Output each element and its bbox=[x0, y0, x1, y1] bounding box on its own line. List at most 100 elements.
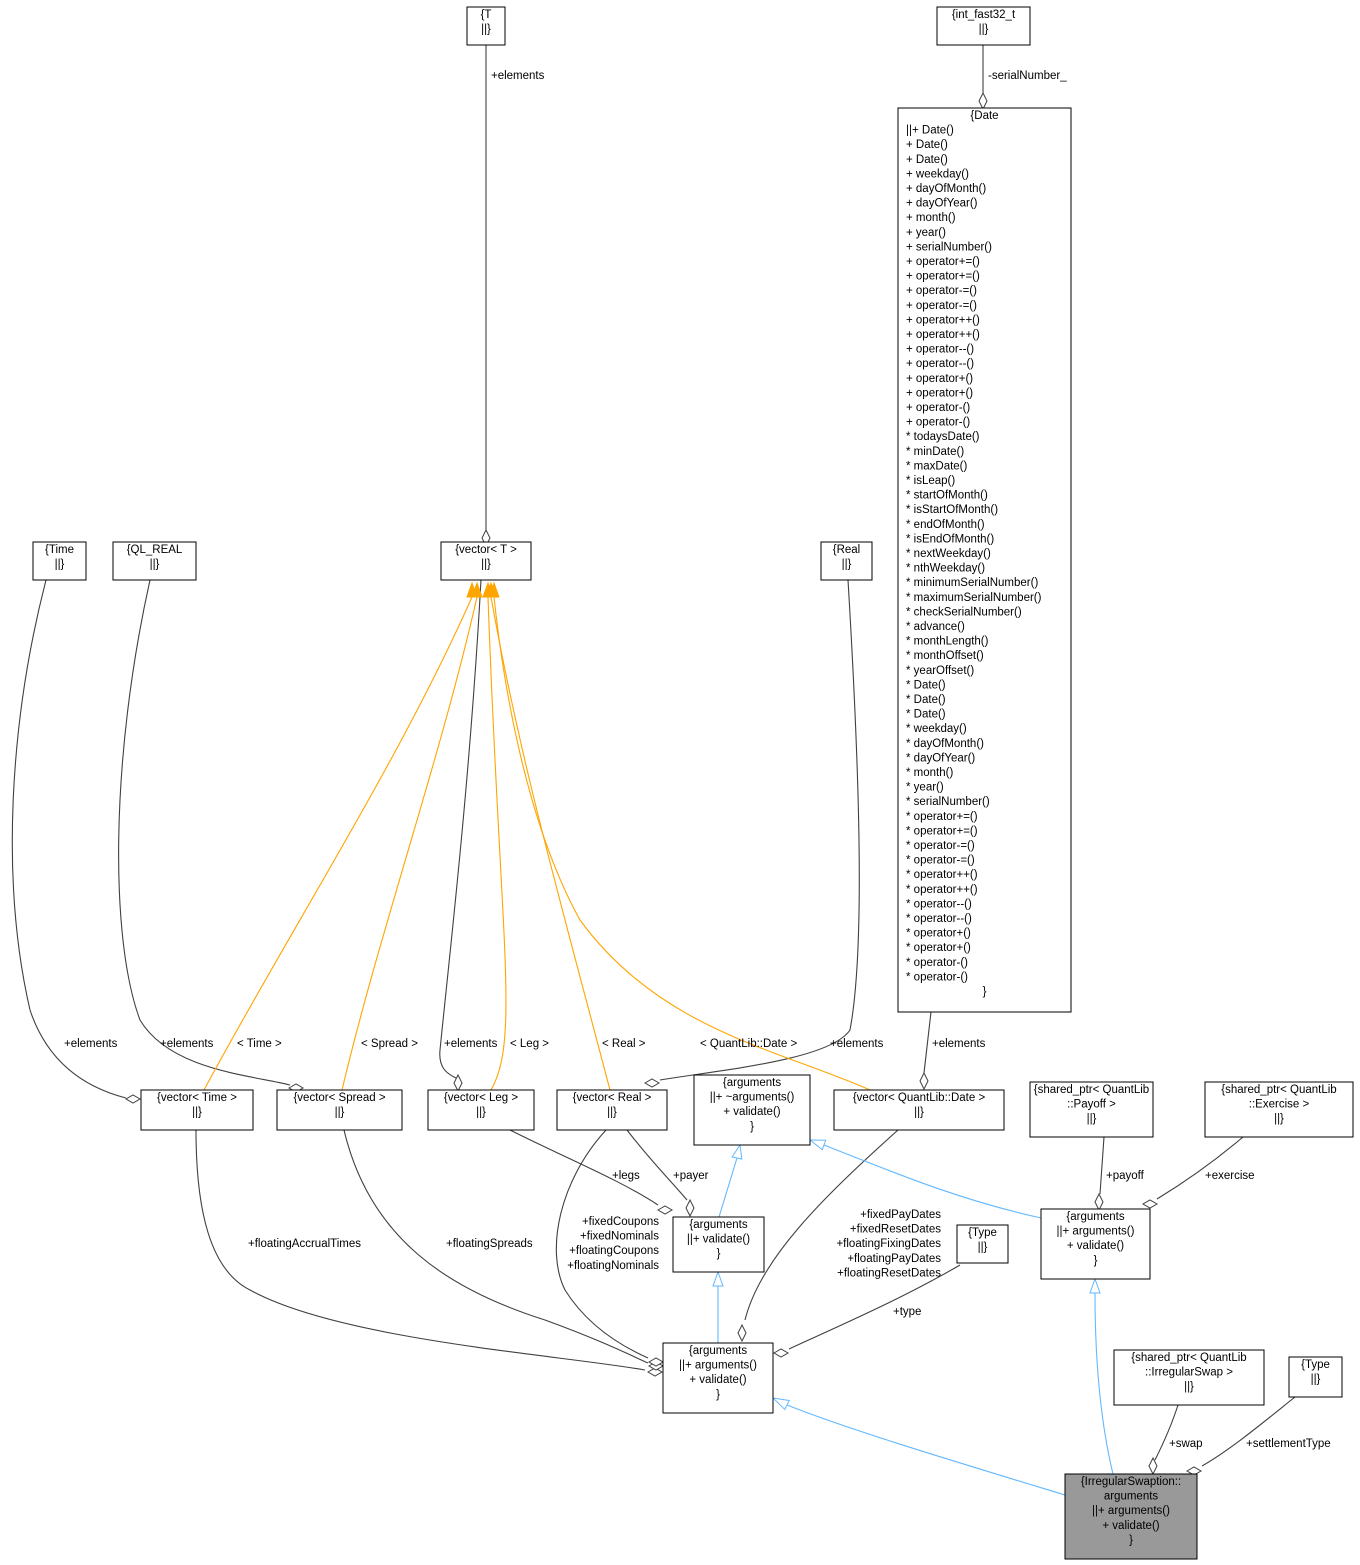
class-node-line: + operator+=() bbox=[906, 271, 980, 283]
class-node-T[interactable]: {T||} bbox=[466, 6, 506, 46]
edge-line bbox=[11, 579, 127, 1099]
class-node-line: * startOfMonth() bbox=[906, 490, 988, 502]
edge-Date_vecDate bbox=[919, 1011, 932, 1091]
class-node-line: } bbox=[717, 1248, 721, 1260]
class-node-box bbox=[112, 541, 197, 581]
class-node-argsIrr[interactable]: {arguments||+ arguments()+ validate()} bbox=[662, 1342, 774, 1414]
edge-inh5 bbox=[771, 1397, 1066, 1496]
inheritance-arrowhead bbox=[1089, 1277, 1101, 1294]
edge-line bbox=[509, 1129, 659, 1206]
edge-vecLeg_argsSwap bbox=[509, 1129, 674, 1215]
edge-label-vT_vecTime: < Time > bbox=[237, 1038, 282, 1050]
edge-inh4 bbox=[1089, 1277, 1114, 1475]
edge-vT_vecDate bbox=[488, 581, 871, 1091]
class-node-line: ||} bbox=[979, 24, 989, 36]
class-node-vectorT[interactable]: {vector< T >||} bbox=[440, 541, 532, 581]
class-node-line: + serialNumber() bbox=[906, 241, 992, 253]
class-node-line: {vector< Real > bbox=[573, 1092, 652, 1104]
class-node-box bbox=[440, 541, 532, 581]
class-node-box bbox=[1113, 1349, 1265, 1406]
class-node-vecLeg[interactable]: {vector< Leg >||} bbox=[427, 1089, 535, 1131]
class-node-line: {Date bbox=[970, 110, 998, 122]
edge-label-T_vectorT: +elements bbox=[491, 70, 545, 82]
class-node-line: {shared_ptr< QuantLib bbox=[1131, 1352, 1246, 1364]
class-node-line: ||+ ~arguments() bbox=[710, 1092, 795, 1104]
class-node-line: + validate() bbox=[723, 1106, 780, 1118]
edge-label-Time_vecTime: +elements bbox=[64, 1038, 118, 1050]
class-node-QL_REAL[interactable]: {QL_REAL||} bbox=[112, 541, 197, 581]
edge-Time_vecTime bbox=[11, 579, 142, 1104]
class-node-line: * dayOfMonth() bbox=[906, 738, 984, 750]
class-node-line: ||} bbox=[1311, 1374, 1321, 1386]
edge-label-payoff: +payoff bbox=[1106, 1170, 1145, 1182]
edge-label-settlementType: +settlementType bbox=[1246, 1438, 1331, 1450]
class-node-vecSpread[interactable]: {vector< Spread >||} bbox=[276, 1089, 403, 1131]
class-node-argsBase[interactable]: {arguments||+ ~arguments()+ validate()} bbox=[693, 1074, 811, 1146]
class-node-line: * isLeap() bbox=[906, 475, 955, 487]
edge-Real_vecReal bbox=[643, 579, 860, 1088]
class-node-spExercise[interactable]: {shared_ptr< QuantLib::Exercise >||} bbox=[1204, 1081, 1354, 1138]
template-arrowhead bbox=[471, 581, 483, 598]
edge-inh3 bbox=[712, 1270, 724, 1343]
class-node-line: * operator++() bbox=[906, 869, 978, 881]
class-node-line: {vector< T > bbox=[455, 544, 517, 556]
class-node-line: ||} bbox=[978, 1242, 988, 1254]
class-node-line: + weekday() bbox=[906, 168, 969, 180]
class-node-Real[interactable]: {Real||} bbox=[820, 541, 873, 581]
class-node-box bbox=[32, 541, 87, 581]
class-node-IrrSwaption[interactable]: {IrregularSwaption::arguments||+ argumen… bbox=[1064, 1473, 1198, 1560]
aggregation-diamond bbox=[643, 1078, 661, 1088]
class-node-box bbox=[1288, 1356, 1343, 1398]
class-node-line: + dayOfMonth() bbox=[906, 183, 986, 195]
class-node-line: + validate() bbox=[689, 1374, 746, 1386]
edge-vT_vecReal bbox=[485, 581, 611, 1091]
class-node-argsSwap[interactable]: {arguments||+ validate()} bbox=[672, 1216, 765, 1273]
class-node-spPayoff[interactable]: {shared_ptr< QuantLib::Payoff >||} bbox=[1029, 1081, 1154, 1138]
class-node-line: ::IrregularSwap > bbox=[1145, 1367, 1233, 1379]
class-node-line: {vector< Spread > bbox=[293, 1092, 385, 1104]
class-node-box bbox=[1064, 1473, 1198, 1560]
edge-line bbox=[718, 1157, 738, 1218]
class-node-Type2[interactable]: {Type||} bbox=[1288, 1356, 1343, 1398]
class-node-box bbox=[1040, 1208, 1151, 1280]
edge-vecDate_irr bbox=[737, 1129, 899, 1343]
class-node-spIrrSwap[interactable]: {shared_ptr< QuantLib::IrregularSwap >||… bbox=[1113, 1349, 1265, 1406]
edge-label-vecReal_irr: +floatingCoupons bbox=[569, 1245, 659, 1257]
class-node-line: ||} bbox=[842, 559, 852, 571]
edge-line bbox=[1154, 1404, 1179, 1461]
class-node-vecReal[interactable]: {vector< Real >||} bbox=[556, 1089, 668, 1131]
edge-line bbox=[341, 596, 478, 1091]
class-node-line: + month() bbox=[906, 212, 956, 224]
class-node-line: ::Exercise > bbox=[1249, 1099, 1310, 1111]
class-node-int_fast32_t[interactable]: {int_fast32_t||} bbox=[936, 6, 1031, 46]
edge-label-exercise: +exercise bbox=[1205, 1170, 1255, 1182]
class-node-line: * dayOfYear() bbox=[906, 752, 975, 764]
class-node-line: * year() bbox=[906, 782, 944, 794]
edge-label-vecSpread_irr: +floatingSpreads bbox=[446, 1238, 533, 1250]
class-node-line: * minimumSerialNumber() bbox=[906, 577, 1038, 589]
class-node-vecTime[interactable]: {vector< Time >||} bbox=[140, 1089, 254, 1131]
class-node-box bbox=[276, 1089, 403, 1131]
edge-label-vecReal_irr: +floatingNominals bbox=[567, 1260, 659, 1272]
aggregation-diamond bbox=[919, 1071, 929, 1091]
class-node-Date[interactable]: {Date||+ Date()+ Date()+ Date()+ weekday… bbox=[897, 107, 1072, 1013]
class-node-line: * operator--() bbox=[906, 898, 972, 910]
class-node-line: {vector< Time > bbox=[157, 1092, 237, 1104]
class-node-vecDate[interactable]: {vector< QuantLib::Date >||} bbox=[833, 1089, 1005, 1131]
class-node-argsOption[interactable]: {arguments||+ arguments()+ validate()} bbox=[1040, 1208, 1151, 1280]
aggregation-diamond bbox=[1094, 1192, 1104, 1212]
edge-line bbox=[439, 579, 482, 1079]
class-node-line: ||} bbox=[1274, 1113, 1284, 1125]
class-node-line: * isEndOfMonth() bbox=[906, 533, 994, 545]
edge-line bbox=[555, 1129, 649, 1359]
edge-label-vecDate_irr: +floatingPayDates bbox=[847, 1253, 941, 1265]
class-node-line: + validate() bbox=[1102, 1520, 1159, 1532]
edge-line bbox=[195, 1129, 646, 1371]
edge-line bbox=[490, 596, 611, 1091]
class-node-Type1[interactable]: {Type||} bbox=[956, 1224, 1009, 1264]
class-node-line: * minDate() bbox=[906, 446, 964, 458]
class-node-line: ||} bbox=[150, 559, 160, 571]
class-node-Time[interactable]: {Time||} bbox=[32, 541, 87, 581]
class-node-box bbox=[556, 1089, 668, 1131]
edge-label-vT_vecLeg_usage: +elements bbox=[444, 1038, 498, 1050]
